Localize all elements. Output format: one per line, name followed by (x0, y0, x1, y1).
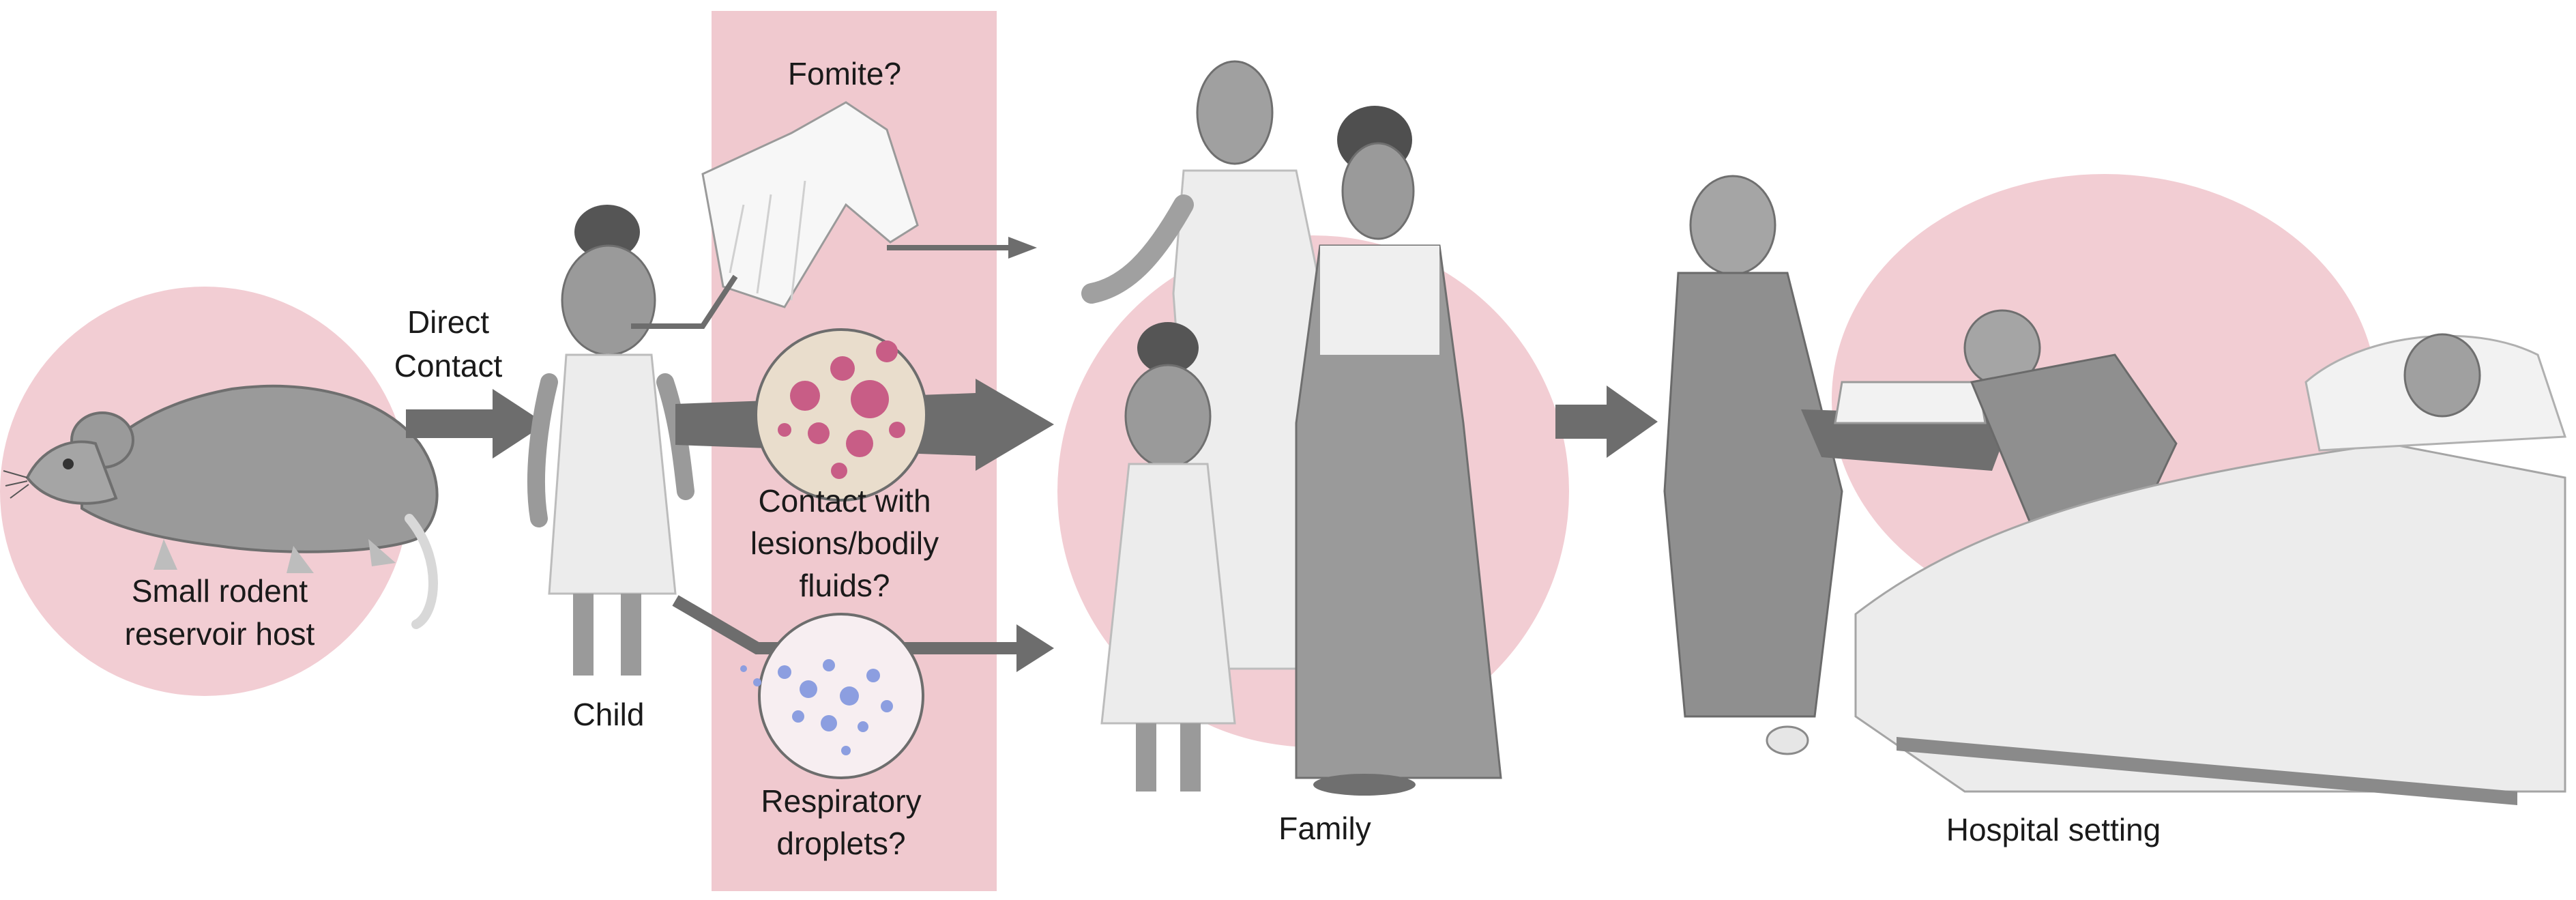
contact-label-line2: lesions/bodily (750, 525, 939, 561)
contact-label-line1: Contact with (758, 483, 931, 519)
child-label: Child (573, 697, 645, 732)
fomite-arrow (631, 237, 1037, 329)
respiratory-label-line2: droplets? (776, 826, 905, 861)
reservoir-label-line2: reservoir host (125, 616, 315, 652)
fomite-label: Fomite? (788, 56, 901, 91)
family-figures-icon (1081, 60, 1502, 796)
direct-contact-label-line2: Contact (394, 348, 503, 383)
contact-label-line3: fluids? (800, 568, 890, 603)
reservoir-label-line1: Small rodent (132, 573, 308, 609)
hospital-label: Hospital setting (1946, 812, 2161, 847)
dress-icon (701, 101, 919, 308)
lesion-skin-icon (755, 328, 928, 502)
direct-contact-arrow (406, 389, 546, 459)
rodent-icon (3, 384, 439, 629)
respiratory-arrow (672, 595, 1054, 672)
droplets-icon (740, 613, 924, 779)
family-label: Family (1278, 811, 1371, 846)
respiratory-label-line1: Respiratory (761, 783, 921, 819)
direct-contact-label-line1: Direct (407, 304, 489, 340)
family-to-hospital-arrow (1555, 386, 1658, 458)
child-figure-icon (527, 205, 694, 676)
hospital-scene-icon (1663, 175, 2567, 805)
